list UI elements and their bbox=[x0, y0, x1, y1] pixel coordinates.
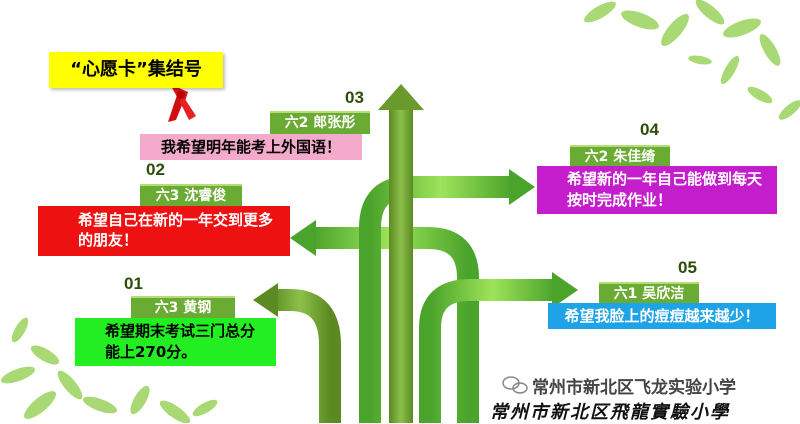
wish-card-04: 希望新的一年自己能做到每天按时完成作业！ bbox=[537, 166, 777, 214]
wish-name-tag: 六3 黄钢 bbox=[131, 296, 235, 319]
wish-number: 02 bbox=[146, 160, 165, 179]
wish-name-tag: 六2 郎张彤 bbox=[270, 111, 370, 134]
wish-card-05: 希望我脸上的痘痘越来越少！ bbox=[548, 303, 776, 329]
arrow-02 bbox=[312, 227, 479, 423]
arrow-01 bbox=[270, 289, 341, 423]
wish-number: 01 bbox=[124, 274, 143, 293]
school-name-watermark: 常州市新北区飞龙实验小学 bbox=[532, 378, 736, 398]
wish-name-tag: 六2 朱佳绮 bbox=[570, 145, 670, 168]
wish-name-tag: 六1 吴欣洁 bbox=[599, 282, 699, 305]
wish-card-01: 希望期末考试三门总分能上270分。 bbox=[75, 318, 276, 366]
leaf-decoration-icon bbox=[0, 317, 218, 423]
wish-number: 03 bbox=[345, 88, 364, 107]
leaf-decoration-icon bbox=[584, 0, 800, 120]
wish-number: 04 bbox=[640, 120, 659, 139]
arrow-05 bbox=[419, 279, 555, 423]
wish-card-02: 希望自己在新的一年交到更多的朋友！ bbox=[38, 206, 290, 256]
wish-card-03: 我希望明年能考上外国语！ bbox=[140, 134, 362, 160]
wechat-icon bbox=[502, 376, 528, 394]
wish-name-tag: 六3 沈睿俊 bbox=[140, 184, 242, 207]
red-scarf-icon bbox=[168, 84, 196, 122]
arrow-03 bbox=[389, 108, 413, 423]
school-calligraphy-logo: 常州市新北区飛龍實驗小學 bbox=[490, 402, 730, 423]
wish-number: 05 bbox=[678, 258, 697, 277]
diagram-title: “心愿卡”集结号 bbox=[49, 52, 223, 88]
